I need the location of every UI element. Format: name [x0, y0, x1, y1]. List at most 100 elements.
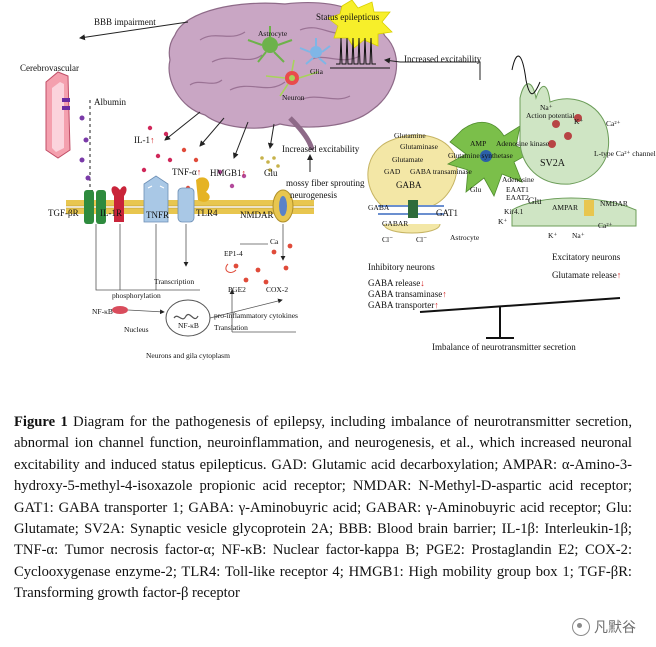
- label-glutaminase: Glutaminase: [400, 142, 438, 151]
- label-gabar: GABAR: [382, 219, 409, 228]
- label-glutamine-synthetase: Glutamine synthetase: [448, 151, 513, 160]
- label-neuron-top: Neuron: [282, 93, 305, 102]
- label-sv2a: SV2A: [540, 158, 566, 169]
- label-eaat1: EAAT1: [506, 185, 529, 194]
- il1r-receptor: [111, 186, 127, 222]
- label-glu-mid: Glu: [470, 185, 482, 194]
- hmgb1-dots: [217, 169, 247, 189]
- label-action-potential: Action potential: [526, 111, 575, 120]
- label-ampar: AMPAR: [552, 203, 578, 212]
- label-hmgb1: HMGB1↑: [210, 168, 247, 178]
- up-arrow: ↑: [616, 270, 622, 280]
- label-glu-top: Glu: [264, 168, 278, 178]
- label-tnfr: TNFR: [146, 210, 170, 220]
- label-nmdar-left: NMDAR: [240, 210, 274, 220]
- glu-dots: [260, 156, 280, 172]
- label-pge2: PGE2: [228, 285, 246, 294]
- label-cerebrovascular: Cerebrovascular: [20, 63, 79, 73]
- label-bbb-impairment: BBB impairment: [94, 17, 156, 27]
- label-ca-top: Ca²⁺: [606, 119, 621, 128]
- figure-caption: Figure 1 Diagram for the pathogenesis of…: [14, 412, 632, 605]
- label-gad: GAD: [384, 167, 401, 176]
- balance-scale: [419, 297, 621, 339]
- label-increased-excitability-mid: Increased excitability: [282, 144, 360, 154]
- label-cl1: Cl⁻: [382, 235, 394, 244]
- tlr4-receptor: [177, 177, 210, 223]
- caption-label: Figure 1: [14, 414, 68, 430]
- watermark: 凡默谷: [572, 617, 636, 637]
- label-il1: IL-1↑: [134, 135, 155, 145]
- label-neurogenesis: neurogenesis: [290, 190, 337, 200]
- wechat-icon: [572, 618, 590, 636]
- glia-cell: [299, 38, 331, 65]
- label-glutamine: Glutamine: [394, 131, 426, 140]
- label-inhibitory: Inhibitory neurons: [368, 262, 435, 272]
- label-k-top: K⁺: [574, 117, 584, 126]
- pathogenesis-figure: BBB impairment Status epilepticus Astroc…: [20, 0, 656, 360]
- label-excitatory: Excitatory neurons: [552, 252, 621, 262]
- label-na-bot: Na⁺: [572, 231, 585, 240]
- excitatory-neuron: [511, 83, 637, 227]
- label-proinflam: pro-inflammatory cytokines: [214, 311, 298, 320]
- ca-pge2-dots: [225, 243, 293, 285]
- label-gaba-mid: GABA: [396, 180, 422, 190]
- label-glu-right: Glu: [528, 196, 542, 206]
- label-inh3: GABA transporter↑: [368, 300, 439, 310]
- label-k-bot: K⁺: [548, 231, 558, 240]
- label-k-astro: K⁺: [498, 217, 508, 226]
- label-amp: AMP: [470, 139, 487, 148]
- up-arrow: ↑: [442, 289, 447, 299]
- label-eaat2: EAAT2: [506, 193, 529, 202]
- status-epilepticus-burst: [327, 0, 393, 49]
- label-ca-left: Ca: [270, 237, 279, 246]
- label-astrocyte-top: Astrocyte: [258, 29, 288, 38]
- label-kir41: Kir4.1: [504, 207, 524, 216]
- down-arrow: ↓: [420, 278, 425, 288]
- tgfbr-receptor: [84, 190, 106, 224]
- label-increased-excitability-top: Increased excitability: [404, 54, 482, 64]
- label-glu-release: Glutamate release↑: [552, 270, 622, 280]
- label-inh2: GABA transaminase↑: [368, 289, 447, 299]
- label-cl2: Cl⁻: [416, 235, 428, 244]
- up-arrow: ↑: [196, 167, 202, 177]
- label-nucleus: Nucleus: [124, 325, 149, 334]
- label-mossy: mossy fiber sprouting: [286, 178, 365, 188]
- astrocyte-right: [446, 122, 533, 197]
- label-nfkb-left: NF-κB: [92, 307, 113, 316]
- label-il1r: IL-1R: [100, 208, 122, 218]
- up-arrow: ↑: [241, 168, 247, 178]
- blood-vessel: [45, 71, 71, 159]
- figure-graphic: [45, 0, 637, 339]
- label-tgfbr: TGF-βR: [48, 208, 79, 218]
- inhibitory-neuron: [367, 134, 458, 234]
- tnfr-receptor: [143, 175, 169, 223]
- label-na-top: Na⁺: [540, 103, 553, 112]
- label-gat1: GAT1: [436, 208, 458, 218]
- label-tlr4: TLR4: [196, 208, 218, 218]
- label-ltype: L-type Ca²⁺ channel: [594, 149, 656, 158]
- up-arrow: ↑: [150, 135, 155, 145]
- astrocyte-cell: [247, 26, 293, 63]
- label-inh1: GABA release↓: [368, 278, 425, 288]
- label-nfkb-nucleus: NF-κB: [178, 321, 199, 330]
- label-gaba-transaminase: GABA transaminase: [410, 167, 472, 176]
- label-phosphorylation: phosphorylation: [112, 291, 161, 300]
- label-albumin: Albumin: [94, 97, 127, 107]
- label-glia-top: Glia: [310, 67, 323, 76]
- label-astrocyte-mid: Astrocyte: [450, 233, 480, 242]
- label-cox2: COX-2: [266, 285, 289, 294]
- label-neurons-glia: Neurons and gila cytoplasm: [146, 351, 230, 360]
- label-glutamate: Glutamate: [392, 155, 424, 164]
- watermark-text: 凡默谷: [594, 620, 636, 636]
- label-adenosine-kinase: Adenosine kinase: [496, 139, 550, 148]
- label-gaba-release: GABA: [368, 203, 390, 212]
- label-adenosine: Adenosine: [502, 175, 535, 184]
- neuron-cell: [265, 59, 319, 97]
- caption-text: Diagram for the pathogenesis of epilepsy…: [14, 414, 632, 602]
- label-ca-bot: Ca²⁺: [598, 221, 613, 230]
- label-transcription: Transcription: [154, 277, 195, 286]
- label-tnf: TNF-α↑: [172, 167, 202, 177]
- albumin-dots: [79, 115, 91, 181]
- nmdar-channel: [272, 189, 294, 223]
- label-ep14: EP1-4: [224, 249, 243, 258]
